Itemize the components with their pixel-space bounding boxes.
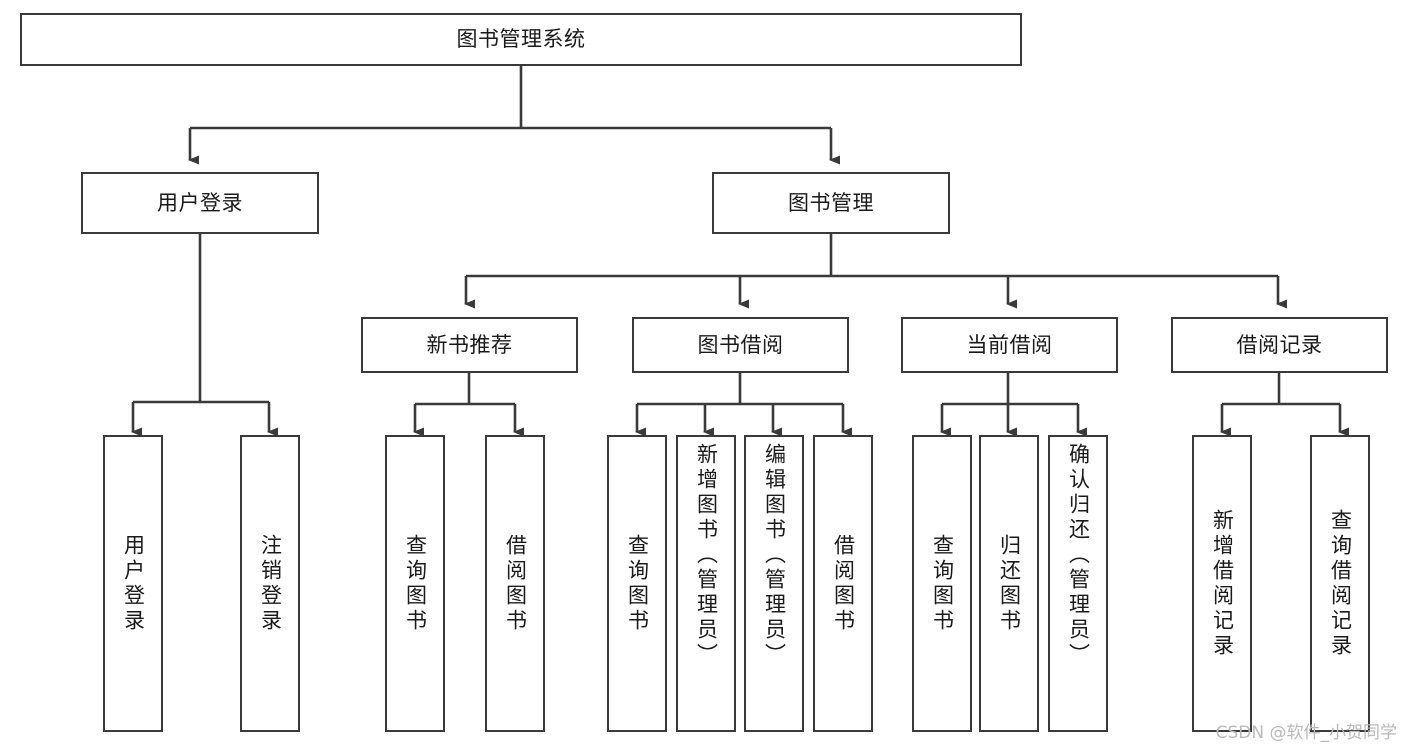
- node-label: 编辑图书（管理员）: [762, 443, 787, 668]
- node-label: 确认归还（管理员）: [1066, 443, 1091, 668]
- node-book-management[interactable]: 图书管理: [712, 172, 950, 234]
- node-book-borrow[interactable]: 图书借阅: [632, 317, 849, 373]
- node-label: 用户登录: [157, 190, 243, 215]
- node-label: 查询图书: [403, 533, 428, 634]
- leaf-borrow-borrow-book[interactable]: 借阅图书: [813, 435, 873, 732]
- node-new-book-recommend[interactable]: 新书推荐: [361, 317, 578, 373]
- node-label: 图书管理: [788, 190, 874, 215]
- node-label: 借阅图书: [503, 533, 528, 634]
- leaf-current-query-book[interactable]: 查询图书: [912, 435, 972, 732]
- node-user-login[interactable]: 用户登录: [81, 172, 319, 234]
- node-label: 借阅图书: [831, 533, 856, 634]
- leaf-borrow-query-book[interactable]: 查询图书: [607, 435, 667, 732]
- csdn-watermark: CSDN @软件_小贺同学: [1215, 723, 1397, 743]
- leaf-record-add-record[interactable]: 新增借阅记录: [1192, 435, 1252, 732]
- node-label: 查询图书: [625, 533, 650, 634]
- node-label: 图书借阅: [697, 332, 784, 357]
- node-label: 归还图书: [997, 533, 1022, 634]
- node-label: 注销登录: [258, 533, 283, 634]
- leaf-user-login-login[interactable]: 用户登录: [103, 435, 163, 732]
- leaf-borrow-edit-book-admin[interactable]: 编辑图书（管理员）: [744, 435, 804, 732]
- node-label: 借阅记录: [1236, 332, 1323, 357]
- node-label: 新增借阅记录: [1210, 508, 1235, 659]
- node-label: 图书管理系统: [456, 27, 586, 52]
- node-label: 用户登录: [121, 533, 146, 634]
- leaf-new-book-borrow-book[interactable]: 借阅图书: [485, 435, 545, 732]
- leaf-current-confirm-return-admin[interactable]: 确认归还（管理员）: [1048, 435, 1108, 732]
- node-label: 新书推荐: [426, 332, 513, 357]
- leaf-current-return-book[interactable]: 归还图书: [979, 435, 1039, 732]
- leaf-new-book-query-book[interactable]: 查询图书: [385, 435, 445, 732]
- node-label: 新增图书（管理员）: [694, 443, 719, 668]
- leaf-record-query-record[interactable]: 查询借阅记录: [1310, 435, 1370, 732]
- node-label: 查询图书: [930, 533, 955, 634]
- node-label: 查询借阅记录: [1328, 508, 1353, 659]
- node-root-system[interactable]: 图书管理系统: [20, 13, 1022, 66]
- node-label: 当前借阅: [966, 332, 1053, 357]
- node-borrow-record[interactable]: 借阅记录: [1171, 317, 1388, 373]
- leaf-user-login-logout[interactable]: 注销登录: [240, 435, 300, 732]
- leaf-borrow-add-book-admin[interactable]: 新增图书（管理员）: [676, 435, 736, 732]
- node-current-borrow[interactable]: 当前借阅: [901, 317, 1118, 373]
